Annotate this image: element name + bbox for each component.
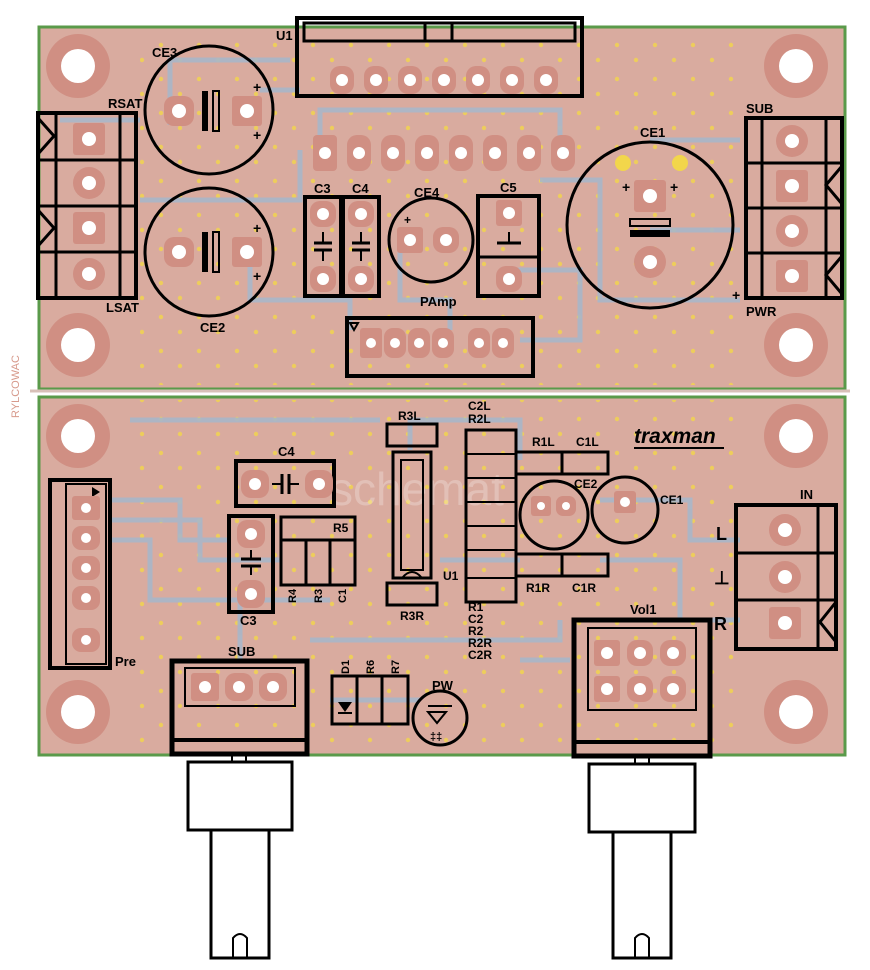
bottom-board-edge (37, 395, 847, 757)
c1l-label: C1L (576, 435, 599, 449)
ce1-bottom-capacitor: CE1 (590, 475, 684, 545)
ce4-capacitor: + CE4 (387, 185, 475, 284)
u1-bottom-label: U1 (443, 569, 459, 583)
r5-label: R5 (333, 521, 349, 535)
r7-label: R7 (390, 660, 402, 674)
sub-potentiometer: SUB (169, 644, 310, 960)
pw-led: ‡‡ PW (411, 678, 469, 747)
pre-label: Pre (115, 654, 136, 669)
svg-text:+: + (404, 213, 411, 227)
pre-connector: Pre (48, 478, 136, 670)
top-board: U1 + + CE3 + + CE2 (36, 16, 847, 391)
in-connector: IN L ⊥ R (714, 487, 838, 651)
c4-capacitor: C4 (341, 181, 381, 298)
c4-label: C4 (352, 181, 369, 196)
pwr-label: PWR (746, 304, 777, 319)
vol1-potentiometer: Vol1 (571, 602, 713, 960)
c3-bottom-capacitor: C3 (227, 514, 275, 628)
bottom-board: schemat Pre C4 (37, 395, 847, 960)
r3-label: R3 (313, 589, 325, 603)
d1-r6-r7-block: D1 R6 R7 (330, 660, 410, 726)
svg-text:+: + (253, 220, 261, 236)
c2l-label: C2L (468, 399, 491, 413)
r2l-label: R2L (468, 412, 491, 426)
c1-label: C1 (337, 589, 349, 603)
svg-text:+: + (732, 287, 740, 303)
r5-r4-r3-c1-block: R5 R4 R3 C1 (279, 515, 357, 603)
in-l-label: L (716, 524, 727, 544)
ce3-capacitor: + + CE3 (143, 44, 275, 176)
d1-label: D1 (340, 660, 352, 674)
pw-label: PW (432, 678, 454, 693)
lsat-label: LSAT (106, 300, 139, 315)
r3l-resistor: R3L (385, 409, 439, 448)
r4-label: R4 (287, 588, 299, 603)
r1l-label: R1L (532, 435, 555, 449)
c4-bottom-capacitor: C4 (234, 444, 336, 508)
c1r-label: C1R (572, 581, 596, 595)
r3r-resistor: R3R (385, 581, 439, 623)
ce2-label: CE2 (200, 320, 225, 335)
sub-pwr-connector: + SUB PWR (732, 101, 844, 319)
traxman-logo-text: traxman (634, 425, 716, 448)
r3r-label: R3R (400, 609, 424, 623)
c5-capacitor: C5 (476, 180, 541, 298)
r1-label: R1 (468, 600, 484, 614)
svg-text:+: + (622, 179, 630, 195)
traxman-logo: traxman (634, 425, 724, 449)
r3l-label: R3L (398, 409, 421, 423)
ce2-capacitor: + + CE2 (143, 186, 275, 335)
c3-label: C3 (314, 181, 331, 196)
watermark-text: schemat (330, 463, 504, 515)
top-mounting-holes (46, 34, 828, 377)
pamp-label: PAmp (420, 294, 457, 309)
ce1-label: CE1 (640, 125, 665, 140)
sub-pot-label: SUB (228, 644, 255, 659)
r2r-label: R2R (468, 636, 492, 650)
in-label: IN (800, 487, 813, 502)
svg-text:+: + (253, 127, 261, 143)
ce2-bottom-capacitor: CE2 (518, 477, 598, 551)
u1-bottom-ic: U1 (391, 450, 459, 583)
u1-amplifier-ic: U1 (276, 16, 584, 171)
ce4-label: CE4 (414, 185, 440, 200)
c2-label: C2 (468, 612, 484, 626)
vol1-label: Vol1 (630, 602, 657, 617)
r2-label: R2 (468, 624, 484, 638)
svg-text:+: + (253, 79, 261, 95)
pamp-connector: PAmp (345, 294, 535, 378)
watermark: schemat (330, 463, 504, 515)
r1r-c1r-block: R1R C1R (514, 552, 610, 595)
in-r-label: R (714, 614, 727, 634)
c2r-label: C2R (468, 648, 492, 662)
u1-label: U1 (276, 28, 293, 43)
rsat-lsat-connector: RSAT LSAT (36, 96, 142, 315)
ce2-bottom-label: CE2 (574, 477, 598, 491)
side-label: RYLCOWAC (10, 355, 22, 418)
ce1-bottom-label: CE1 (660, 493, 684, 507)
ce1-capacitor: + + CE1 (565, 125, 735, 310)
svg-text:+: + (670, 179, 678, 195)
rsat-label: RSAT (108, 96, 142, 111)
c3-bottom-label: C3 (240, 613, 257, 628)
svg-text:+: + (253, 268, 261, 284)
c5-label: C5 (500, 180, 517, 195)
r1l-c1l-block: R1L C1L (514, 435, 610, 476)
sub-label: SUB (746, 101, 773, 116)
bottom-board-traces (110, 417, 740, 703)
resistor-column: C2L R2L R1 C2 R2 R2R C2R (464, 399, 518, 662)
bottom-mounting-holes (46, 404, 828, 744)
svg-text:‡‡: ‡‡ (430, 731, 442, 743)
ce3-label: CE3 (152, 45, 177, 60)
c4-bottom-label: C4 (278, 444, 295, 459)
in-gnd-label: ⊥ (714, 568, 730, 588)
r1r-label: R1R (526, 581, 550, 595)
r6-label: R6 (365, 660, 377, 674)
